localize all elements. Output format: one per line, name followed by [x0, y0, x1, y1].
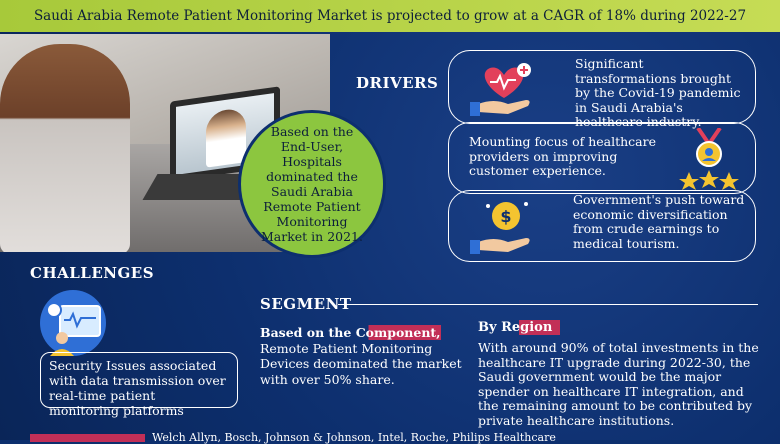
challenge-text: Security Issues associated with data tra… [49, 358, 226, 418]
players-label-bar [30, 434, 145, 442]
driver-item-diversification: $ Government's push toward economic dive… [448, 190, 756, 262]
driver-item-experience: Mounting focus of healthcare providers o… [448, 122, 756, 194]
header-banner: Saudi Arabia Remote Patient Monitoring M… [0, 0, 780, 32]
end-user-highlight: Based on the End-User, Hospitals dominat… [238, 110, 386, 258]
driver-text-experience: Mounting focus of healthcare providers o… [469, 134, 656, 178]
segment-title: SEGMENT [260, 295, 352, 313]
region-title: By Region [478, 320, 561, 335]
patient-figure [0, 44, 130, 252]
award-stars-icon [669, 127, 749, 191]
challenge-item: Security Issues associated with data tra… [40, 352, 238, 418]
heart-hand-icon [459, 57, 549, 119]
driver-item-covid: Significant transformations brought by t… [448, 50, 756, 129]
key-players-text: Welch Allyn, Bosch, Johnson & Johnson, I… [152, 431, 556, 444]
money-hand-icon: $ [459, 195, 549, 257]
component-text: Remote Patient Monitoring Devices deomin… [260, 340, 462, 387]
segment-divider [338, 304, 758, 305]
driver-text-covid: Significant transformations brought by t… [575, 56, 741, 129]
region-text: With around 90% of total investments in … [478, 340, 759, 428]
component-lead: Based on the Component, [260, 325, 441, 340]
monitor-person-icon [40, 290, 106, 356]
doctor-figure [206, 107, 246, 168]
challenges-title: CHALLENGES [30, 264, 155, 282]
header-title: Saudi Arabia Remote Patient Monitoring M… [33, 8, 747, 24]
driver-text-diversification: Government's push toward economic divers… [573, 192, 745, 251]
end-user-text: Based on the End-User, Hospitals dominat… [260, 124, 363, 244]
component-segment: Based on the Component, Remote Patient M… [260, 325, 465, 387]
svg-text:$: $ [500, 207, 511, 226]
drivers-title: DRIVERS [356, 74, 439, 92]
